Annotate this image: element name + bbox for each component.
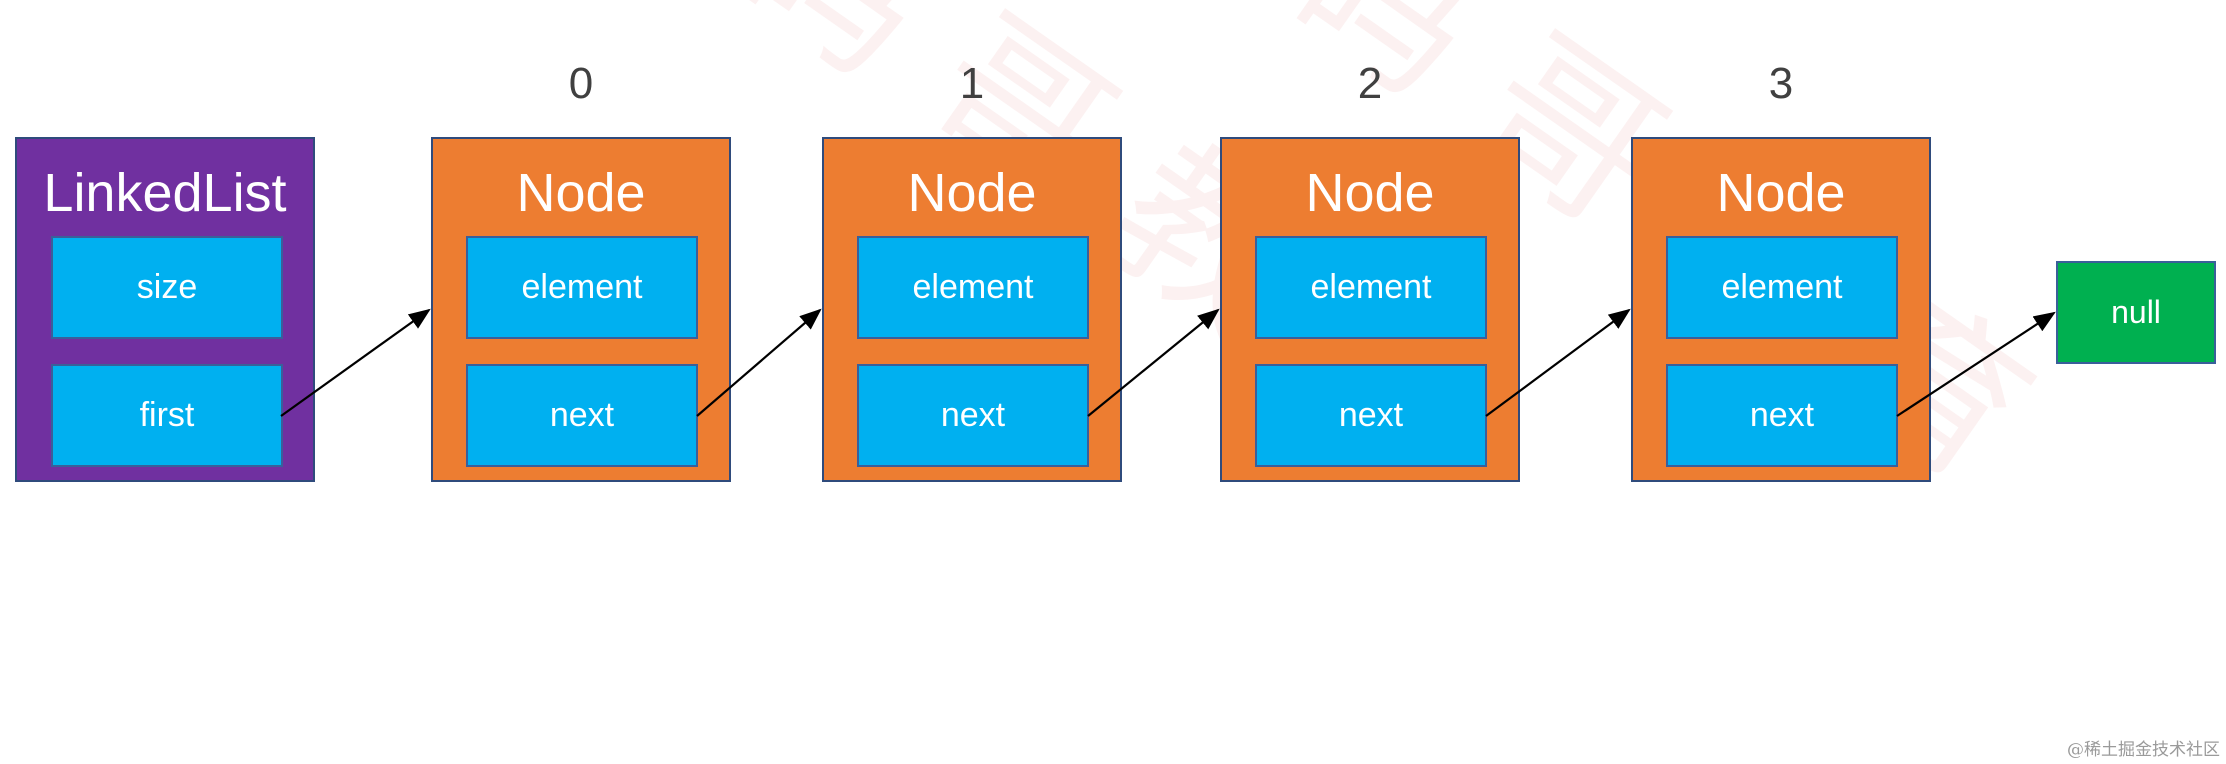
next-field: next bbox=[466, 364, 698, 467]
first-pointer-arrow bbox=[280, 308, 431, 417]
next-pointer-arrow bbox=[1896, 311, 2056, 417]
node-box: Node element next bbox=[822, 137, 1122, 482]
node-index-label: 1 bbox=[959, 59, 985, 108]
node-index-label: 3 bbox=[1768, 59, 1794, 108]
node-title: Node bbox=[1716, 163, 1846, 223]
next-pointer-arrow bbox=[1087, 308, 1220, 417]
credit-text: @稀土掘金技术社区 bbox=[2067, 740, 2220, 760]
next-pointer-arrow bbox=[1485, 308, 1631, 417]
element-field: element bbox=[1255, 236, 1487, 339]
next-pointer-arrow bbox=[696, 308, 822, 417]
linkedlist-box: LinkedList size first bbox=[15, 137, 315, 482]
element-field: element bbox=[466, 236, 698, 339]
first-field: first bbox=[51, 364, 283, 467]
node-box: Node element next bbox=[1631, 137, 1931, 482]
next-field: next bbox=[1666, 364, 1898, 467]
linkedlist-title: LinkedList bbox=[43, 163, 287, 223]
element-field: element bbox=[1666, 236, 1898, 339]
node-box: Node element next bbox=[431, 137, 731, 482]
node-title: Node bbox=[516, 163, 646, 223]
node-box: Node element next bbox=[1220, 137, 1520, 482]
node-title: Node bbox=[1305, 163, 1435, 223]
size-field: size bbox=[51, 236, 283, 339]
next-field: next bbox=[1255, 364, 1487, 467]
node-index-label: 2 bbox=[1357, 59, 1383, 108]
node-title: Node bbox=[907, 163, 1037, 223]
node-index-label: 0 bbox=[568, 59, 594, 108]
element-field: element bbox=[857, 236, 1089, 339]
null-box: null bbox=[2056, 261, 2216, 364]
